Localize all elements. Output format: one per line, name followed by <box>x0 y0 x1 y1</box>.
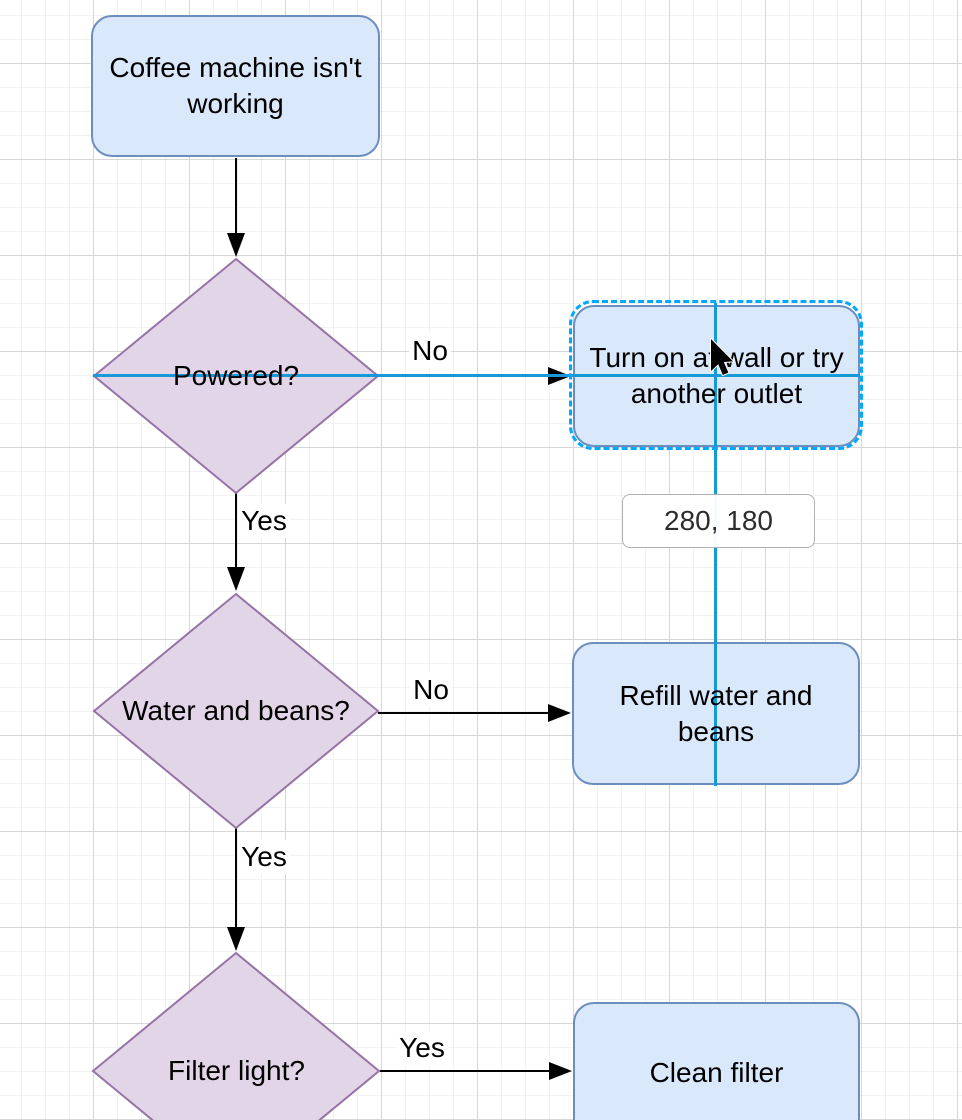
edge-filterlight-cleanfilter[interactable] <box>380 1062 572 1080</box>
edge-label-yes-1: Yes <box>238 504 290 538</box>
edge-waterbeans-filterlight[interactable] <box>227 828 245 951</box>
node-refill-label: Refill water and beans <box>619 679 813 747</box>
edge-label-no-2: No <box>410 673 452 707</box>
edge-label-yes-2: Yes <box>238 840 290 874</box>
edge-waterbeans-refill[interactable] <box>378 704 571 722</box>
node-water-beans-label: Water and beans? <box>122 694 350 726</box>
node-start-label: Coffee machine isn't working <box>109 52 362 119</box>
edge-label-no-1: No <box>409 334 451 368</box>
edge-label-yes-3: Yes <box>396 1031 448 1065</box>
drag-position-tooltip: 280, 180 <box>622 494 815 548</box>
node-powered-label: Powered? <box>172 359 300 391</box>
node-clean-filter-label: Clean filter <box>649 1057 784 1088</box>
node-filter-light-label: Filter light? <box>168 1055 305 1086</box>
node-start-box[interactable] <box>91 15 380 157</box>
decision-water-beans-shape[interactable] <box>92 592 380 830</box>
edge-powered-waterbeans[interactable] <box>227 493 245 591</box>
node-turn-on-label: Turn on at wall or try another outlet <box>589 342 844 409</box>
decision-filter-light-shape[interactable] <box>91 951 381 1120</box>
node-clean-filter-box[interactable] <box>573 1002 860 1120</box>
horizontal-alignment-guide <box>93 374 860 377</box>
edge-start-powered[interactable] <box>227 158 245 257</box>
